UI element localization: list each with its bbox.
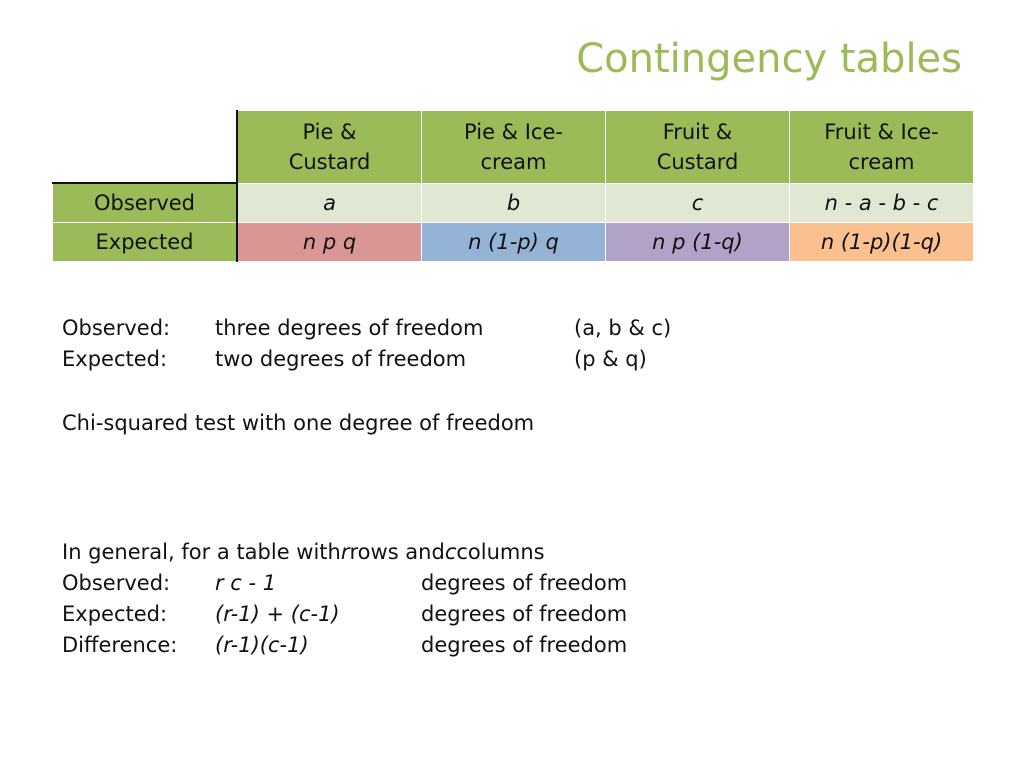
general-row-expected: Expected: (r-1) + (c-1) degrees of freed… [62, 599, 627, 630]
page-title: Contingency tables [576, 36, 962, 82]
table-row-expected: Expected n p q n (1-p) q n p (1-q) n (1-… [52, 222, 974, 262]
general-text: degrees of freedom [421, 571, 628, 595]
table-cell: n p q [236, 222, 422, 262]
general-formula: r c - 1 [215, 571, 277, 595]
general-block: In general, for a table with r rows and … [62, 537, 627, 661]
intro-text: rows and [349, 540, 445, 564]
column-header: Fruit & Custard [605, 110, 790, 184]
general-text: degrees of freedom [421, 602, 628, 626]
dof-label: Observed: [62, 316, 171, 340]
general-row-observed: Observed: r c - 1 degrees of freedom [62, 568, 627, 599]
general-label: Difference: [62, 633, 178, 657]
column-header-line: cream [480, 149, 547, 174]
dof-params: (p & q) [574, 347, 647, 371]
row-header: Observed [52, 182, 238, 223]
column-header-line: cream [848, 149, 915, 174]
table-cell: n p (1-q) [605, 222, 790, 262]
general-formula: (r-1)(c-1) [215, 633, 309, 657]
dof-params: (a, b & c) [574, 316, 672, 340]
intro-text: columns [456, 540, 545, 564]
contingency-table: Pie & Custard Pie & Ice- cream Fruit & C… [52, 110, 974, 262]
chi-squared-line: Chi-squared test with one degree of free… [62, 411, 535, 435]
table-cell: n - a - b - c [789, 182, 974, 223]
dof-label: Expected: [62, 347, 168, 371]
table-cell: a [236, 182, 422, 223]
table-cell: n (1-p) q [421, 222, 606, 262]
intro-c: c [444, 540, 457, 564]
column-header: Pie & Ice- cream [421, 110, 606, 184]
row-header: Expected [52, 222, 238, 262]
column-header: Fruit & Ice- cream [789, 110, 974, 184]
dof-row-observed: Observed: three degrees of freedom (a, b… [62, 313, 671, 344]
table-header-row: Pie & Custard Pie & Ice- cream Fruit & C… [52, 110, 974, 184]
general-label: Observed: [62, 571, 171, 595]
corner-cell [52, 110, 238, 184]
general-text: degrees of freedom [421, 633, 628, 657]
general-row-difference: Difference: (r-1)(c-1) degrees of freedo… [62, 630, 627, 661]
general-label: Expected: [62, 602, 168, 626]
dof-block: Observed: three degrees of freedom (a, b… [62, 313, 671, 375]
dof-text: two degrees of freedom [215, 347, 467, 371]
column-header: Pie & Custard [236, 110, 422, 184]
table-row-observed: Observed a b c n - a - b - c [52, 182, 974, 223]
dof-text: three degrees of freedom [215, 316, 484, 340]
table-cell: b [421, 182, 606, 223]
dof-row-expected: Expected: two degrees of freedom (p & q) [62, 344, 671, 375]
intro-text: In general, for a table with [62, 540, 341, 564]
column-header-line: Fruit & Ice- [824, 119, 939, 144]
general-intro: In general, for a table with r rows and … [62, 537, 627, 568]
intro-r: r [340, 540, 350, 564]
column-header-line: Pie & Ice- [464, 119, 563, 144]
general-formula: (r-1) + (c-1) [215, 602, 340, 626]
column-header-line: Custard [656, 149, 739, 174]
column-header-line: Fruit & [662, 119, 733, 144]
table-cell: n (1-p)(1-q) [789, 222, 974, 262]
column-header-line: Custard [288, 149, 371, 174]
column-header-line: Pie & [302, 119, 357, 144]
table-cell: c [605, 182, 790, 223]
